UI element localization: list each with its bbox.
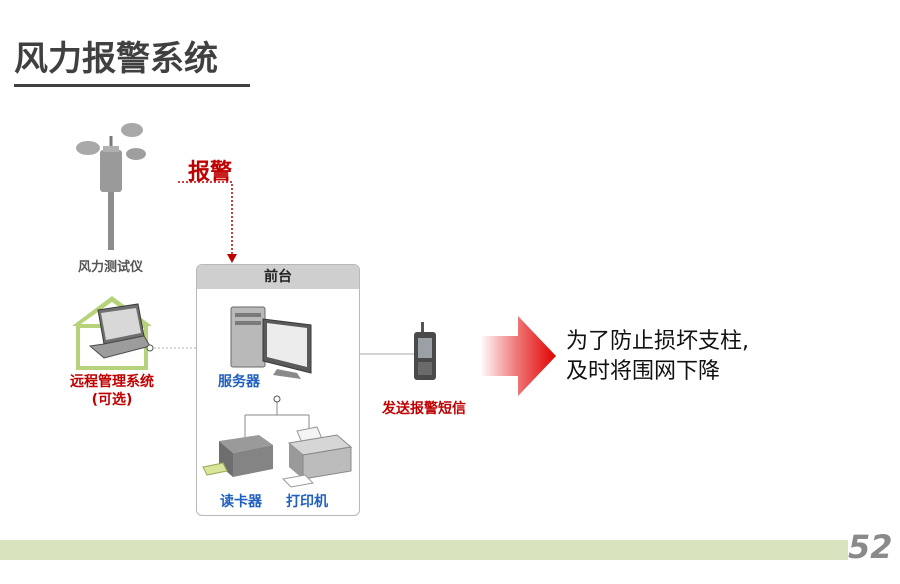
alarm-arrowhead — [227, 254, 237, 263]
remote-system-caption-line2: (可选) — [91, 392, 133, 408]
alarm-label: 报警 — [188, 160, 233, 185]
anemometer-icon — [76, 123, 146, 250]
server-caption: 服务器 — [218, 374, 260, 390]
printer-caption: 打印机 — [286, 494, 328, 510]
title-underline — [14, 84, 250, 87]
printer-icon — [281, 426, 353, 488]
laptop-icon — [88, 303, 151, 359]
card-reader-caption: 读卡器 — [220, 494, 262, 510]
card-reader-icon — [202, 435, 273, 477]
page-number: 52 — [848, 528, 893, 566]
anemometer-caption: 风力测试仪 — [78, 260, 144, 275]
footer-band — [0, 540, 848, 560]
front-desk-header: 前台 — [197, 265, 359, 289]
warning-message-line2: 及时将围网下降 — [566, 359, 721, 384]
front-desk-panel: 前台 — [196, 264, 360, 516]
remote-system-caption: 远程管理系统 (可选) — [70, 373, 154, 409]
server-icon — [230, 306, 312, 379]
phone-icon — [414, 322, 436, 380]
warning-message: 为了防止损坏支柱, 及时将围网下降 — [566, 327, 749, 387]
front-desk-graphics — [202, 306, 353, 488]
big-red-arrow — [480, 316, 556, 396]
warning-message-line1: 为了防止损坏支柱, — [566, 329, 749, 354]
sms-caption: 发送报警短信 — [382, 401, 466, 417]
remote-system-caption-line1: 远程管理系统 — [70, 374, 154, 390]
page-title: 风力报警系统 — [14, 39, 218, 79]
alarm-connector — [178, 181, 233, 256]
